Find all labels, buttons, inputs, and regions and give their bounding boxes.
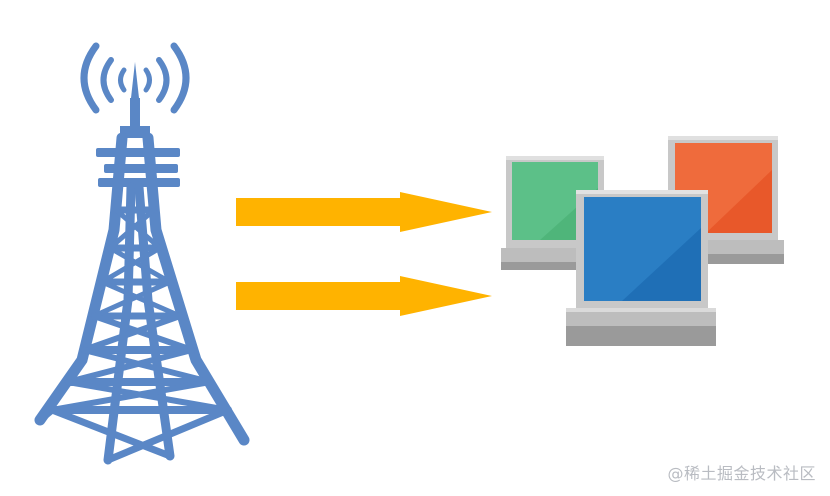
radio-tower-icon xyxy=(34,42,250,465)
right-arrow-icon xyxy=(236,192,492,232)
watermark-text: @稀土掘金技术社区 xyxy=(667,464,816,483)
laptop-icon xyxy=(566,190,716,346)
broadcast-signal-icon xyxy=(80,42,190,114)
right-arrow-icon xyxy=(236,276,492,316)
